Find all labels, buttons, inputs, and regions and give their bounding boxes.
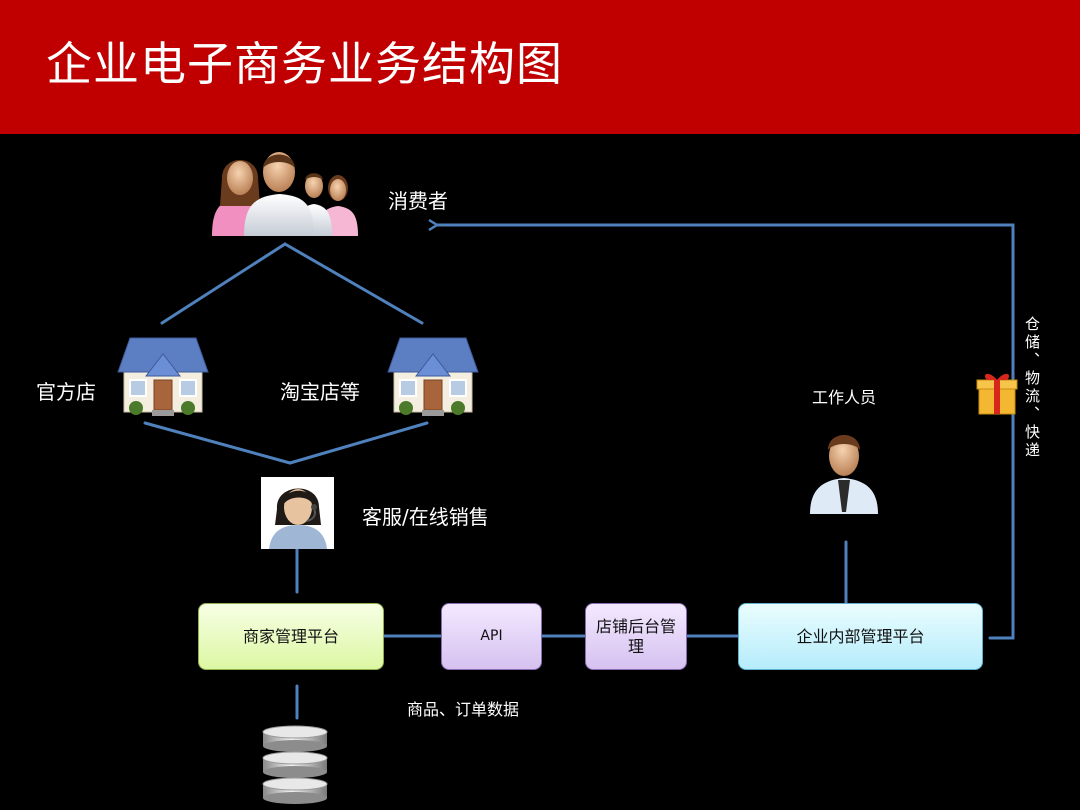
line-official-service — [143, 421, 292, 465]
database-icon — [262, 725, 328, 804]
data-flow-label: 商品、订单数据 — [407, 700, 520, 719]
line-consumer-taobao — [283, 242, 424, 325]
staff-label: 工作人员 — [812, 388, 877, 407]
house-icon — [387, 337, 479, 416]
taobao-store-label: 淘宝店等 — [280, 380, 360, 404]
people-group-icon — [212, 152, 358, 236]
gift-box-icon — [976, 373, 1018, 415]
consumer-label: 消费者 — [388, 189, 448, 213]
staff-person-icon — [810, 435, 878, 514]
line-taobao-service — [288, 421, 429, 465]
headset-agent-icon — [261, 477, 334, 549]
page-title: 企业电子商务业务结构图 — [46, 37, 563, 91]
merchant-platform-box[interactable]: 商家管理平台 — [198, 603, 384, 670]
house-icon — [117, 337, 209, 416]
shop-backend-box[interactable]: 店铺后台管理 — [585, 603, 687, 670]
api-box[interactable]: API — [441, 603, 542, 670]
official-store-label: 官方店 — [36, 380, 96, 404]
enterprise-platform-box[interactable]: 企业内部管理平台 — [738, 603, 983, 670]
customer-service-label: 客服/在线销售 — [362, 505, 489, 529]
logistics-label: 仓储、物流、快递 — [1023, 316, 1041, 460]
title-bar: 企业电子商务业务结构图 — [0, 0, 1080, 134]
line-delivery-return — [437, 225, 1015, 640]
line-consumer-official — [160, 242, 287, 325]
